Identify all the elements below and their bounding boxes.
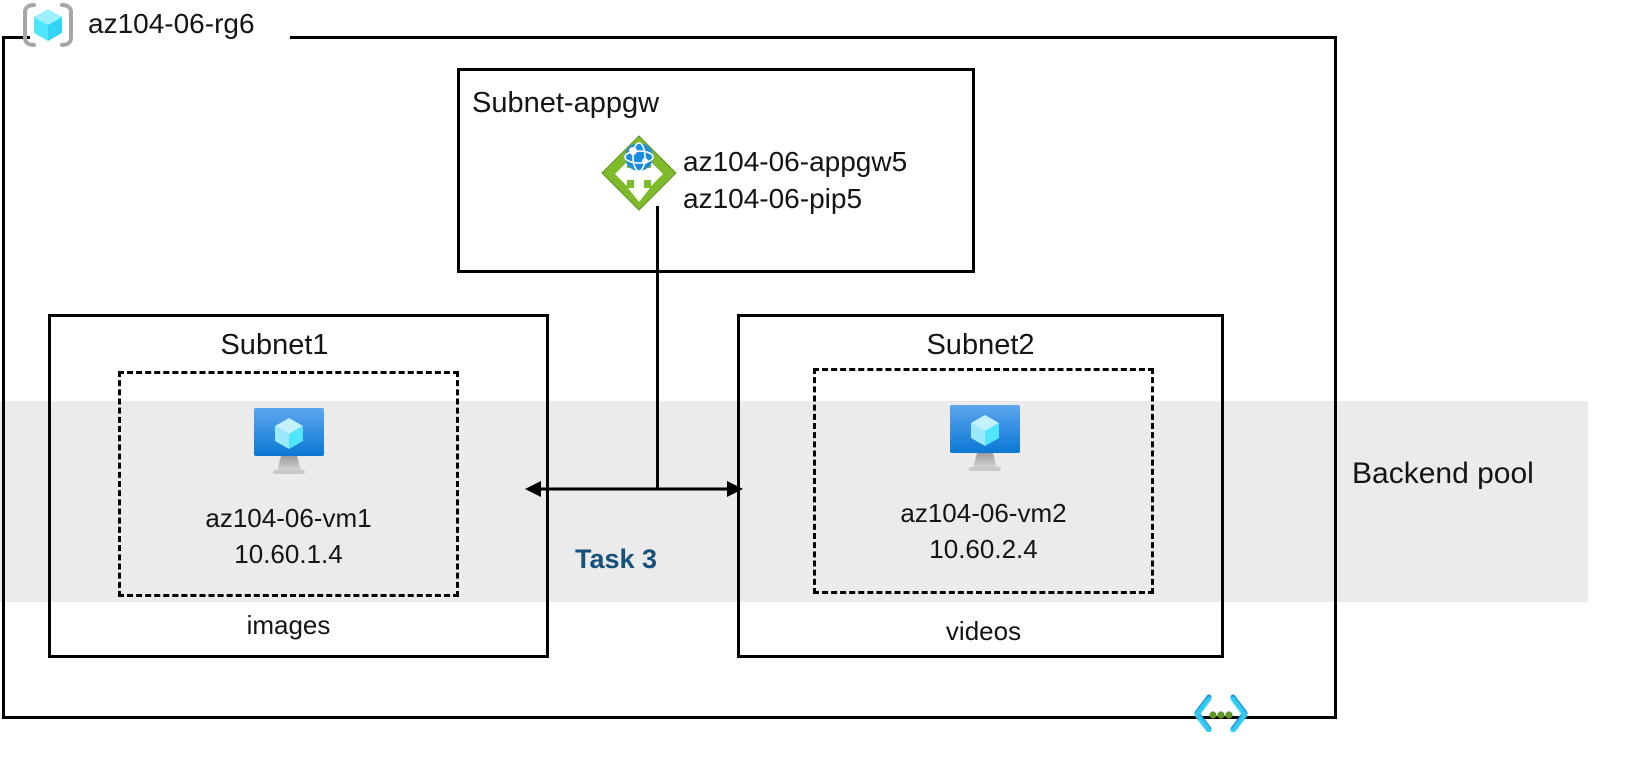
vm1-ip-label: 10.60.1.4 [234,539,343,569]
subnet1-title: Subnet1 [220,329,329,361]
subnet2-pool-path-label: videos [945,616,1022,646]
subnet-to-subnet-arrow [525,472,743,506]
code-brackets-dots-icon [1194,694,1248,734]
subnet2-backend-member-box [813,368,1154,594]
subnet1-box [48,314,549,658]
subnet-appgw-title: Subnet-appgw [472,87,660,119]
resource-group-border-bottom [2,716,1337,719]
appgw-resource-name: az104-06-appgw5 [683,146,908,177]
subnet1-backend-member-box [118,371,459,597]
resource-group-border-top-left [2,36,30,39]
subnet2-box [737,314,1224,658]
vm1-name-label: az104-06-vm1 [205,503,372,533]
vm2-name-label: az104-06-vm2 [900,498,1067,528]
subnet1-pool-path-label: images [246,610,331,640]
virtual-machine-icon [251,405,327,477]
vm2-ip-label: 10.60.2.4 [929,534,1038,564]
application-gateway-icon [600,134,678,212]
gateway-connector-line [656,206,659,489]
resource-group-border-right [1334,36,1337,719]
virtual-machine-icon [947,402,1023,474]
resource-group-label: az104-06-rg6 [88,8,255,39]
resource-group-border-top-right [290,36,1337,39]
resource-group-cube-icon [22,2,74,48]
subnet2-title: Subnet2 [926,329,1035,361]
resource-group-border-left [2,36,5,719]
task-3-label: Task 3 [575,544,658,574]
subnet-appgw-box [457,68,975,273]
backend-pool-label: Backend pool [1352,457,1534,490]
public-ip-resource-name: az104-06-pip5 [683,183,863,214]
